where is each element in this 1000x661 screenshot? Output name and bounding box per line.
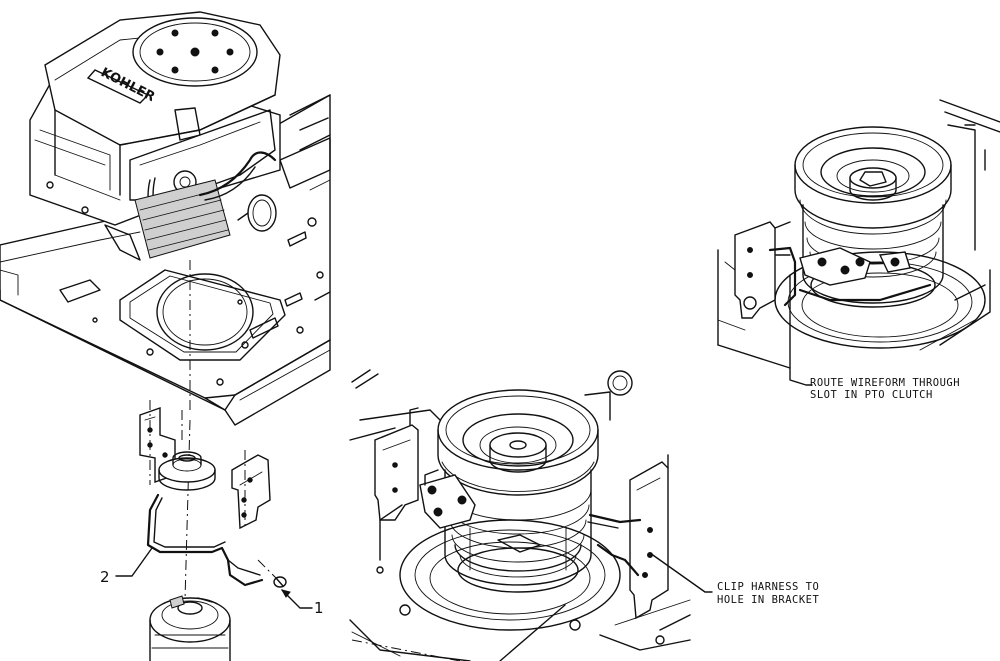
harness-note-line-2: HOLE IN BRACKET (717, 594, 820, 606)
wireform-detail-view (717, 99, 1000, 386)
oil-filter (237, 194, 277, 232)
wireform-part (146, 493, 264, 587)
callout-2-label: 2 (100, 568, 110, 586)
engine-block: KOHLER (29, 11, 281, 261)
wireform-note: ROUTE WIREFORM THROUGH SLOT IN PTO CLUTC… (810, 377, 960, 401)
harness-note-leader (649, 552, 713, 593)
detail-bracket (734, 221, 791, 319)
clutch-stud-block (419, 469, 476, 529)
callout-1: 1 (280, 589, 324, 617)
engine-assembly: KOHLER (0, 11, 331, 601)
wireform-note-line-2: SLOT IN PTO CLUTCH (810, 389, 933, 401)
right-mounting-bracket (231, 450, 271, 530)
detail-clutch-body (802, 204, 944, 308)
frame-deck-plate (0, 94, 331, 426)
harness-note: CLIP HARNESS TO HOLE IN BRACKET (717, 581, 820, 606)
clutch-body (444, 469, 592, 593)
clutch-pulley (437, 389, 599, 496)
callout-1-label: 1 (314, 599, 324, 617)
wireform-note-line-1: ROUTE WIREFORM THROUGH (810, 377, 960, 389)
mounting-bolt (257, 559, 287, 588)
bottom-leader (499, 604, 566, 661)
detail-stud-block (799, 247, 911, 286)
installed-clutch-detail (349, 369, 691, 661)
anti-rotation-bracket (374, 407, 419, 521)
harness-bracket (629, 454, 669, 620)
callout-2: 2 (100, 547, 153, 586)
pulley-spacer (158, 451, 216, 491)
harness-note-line-1: CLIP HARNESS TO (717, 581, 819, 593)
detail-pulley (794, 126, 952, 235)
clutch-axis-centerline (184, 419, 191, 601)
exploded-parts (139, 400, 287, 661)
pto-clutch-part (149, 595, 231, 661)
